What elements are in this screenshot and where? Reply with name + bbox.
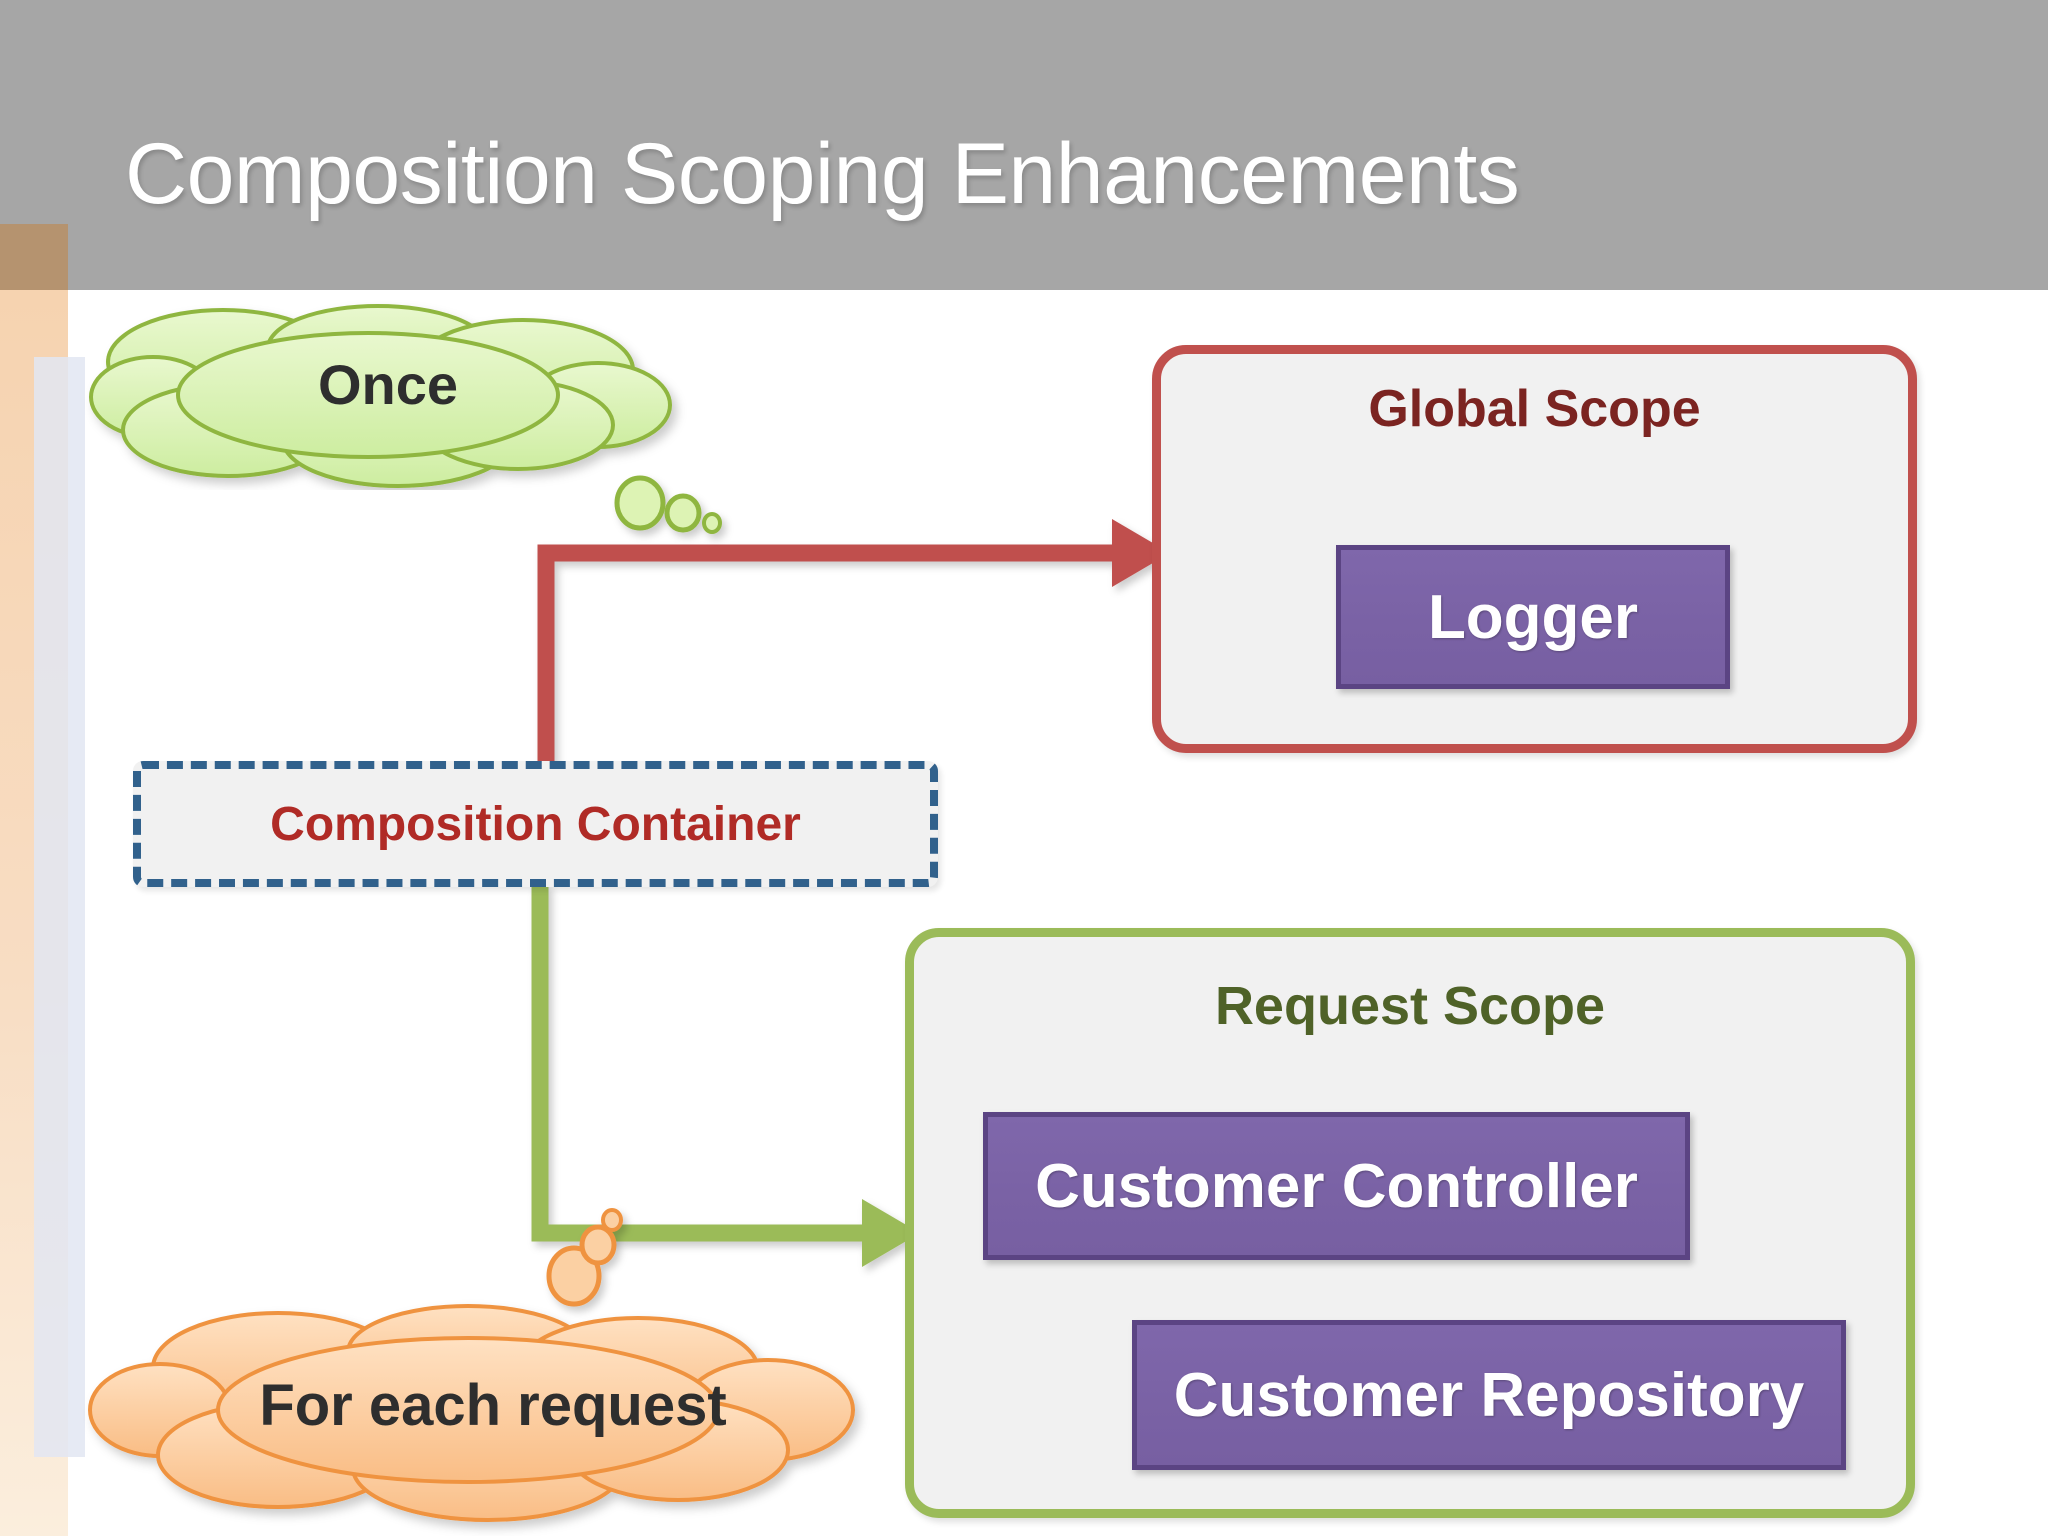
global-scope-title: Global Scope — [1368, 380, 1701, 438]
request-scope-title: Request Scope — [1214, 976, 1606, 1036]
component-customer-controller-label: Customer Controller — [1035, 1151, 1638, 1221]
slide-header-bar — [0, 0, 2048, 290]
connector-container-to-request-scope — [531, 884, 920, 1267]
component-customer-controller[interactable]: Customer Controller — [983, 1112, 1690, 1260]
connector-container-to-global-scope — [537, 519, 1170, 762]
decor-tan-block — [0, 224, 68, 290]
composition-container-box[interactable]: Composition Container — [133, 761, 938, 887]
thought-cloud-once: Once — [78, 300, 698, 490]
composition-container-label: Composition Container — [270, 797, 801, 851]
cloud-shape-orange-icon — [88, 1304, 855, 1522]
cloud-shape-green-icon — [89, 304, 672, 488]
component-logger-label: Logger — [1427, 582, 1639, 652]
page-title: Composition Scoping Enhancements — [125, 126, 1520, 222]
component-logger[interactable]: Logger — [1336, 545, 1730, 689]
thought-cloud-for-each-request: For each request — [68, 1290, 898, 1536]
decor-gray-strip — [34, 357, 85, 1457]
component-customer-repository-label: Customer Repository — [1173, 1360, 1805, 1430]
component-customer-repository[interactable]: Customer Repository — [1132, 1320, 1846, 1470]
cloud-label-once: Once — [317, 353, 459, 416]
cloud-label-for-each-request: For each request — [259, 1373, 727, 1438]
